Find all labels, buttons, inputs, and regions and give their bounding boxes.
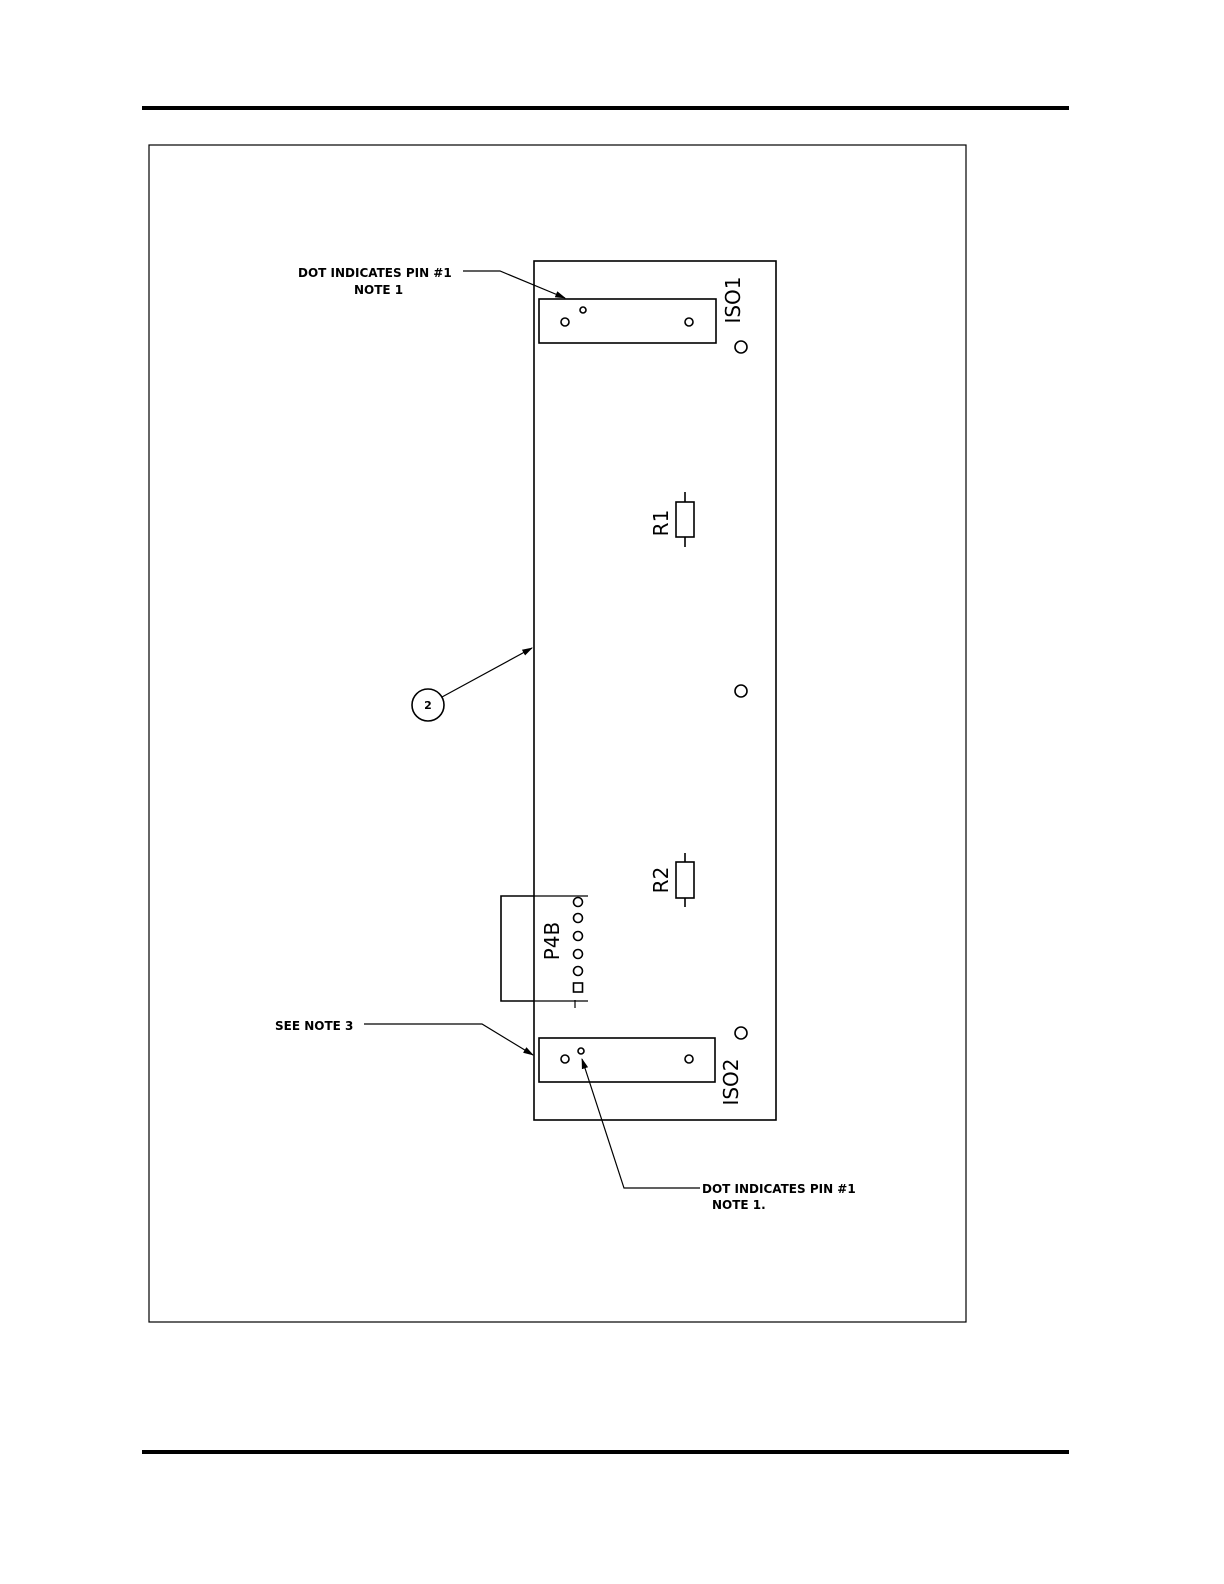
iso1-pin1-note-line2: NOTE 1 bbox=[354, 283, 403, 297]
iso2-label: ISO2 bbox=[719, 1058, 743, 1105]
r2-resistor bbox=[676, 853, 694, 907]
drawing-frame bbox=[149, 145, 966, 1322]
see-note-3: SEE NOTE 3 bbox=[275, 1019, 353, 1033]
see-note-leader bbox=[364, 1024, 533, 1055]
iso2-note-leader bbox=[582, 1059, 700, 1188]
r1-label: R1 bbox=[649, 510, 673, 537]
item-balloon-number: 2 bbox=[424, 699, 432, 712]
mounting-hole-middle bbox=[735, 685, 747, 697]
mounting-hole-top bbox=[735, 341, 747, 353]
r1-resistor bbox=[676, 492, 694, 547]
iso1-pin1-note-line1: DOT INDICATES PIN #1 bbox=[298, 266, 452, 280]
iso2-component bbox=[539, 1038, 715, 1082]
mounting-hole-bottom bbox=[735, 1027, 747, 1039]
iso2-pin1-note-line1: DOT INDICATES PIN #1 bbox=[702, 1182, 856, 1196]
iso1-component bbox=[539, 299, 716, 343]
iso2-pin1-note-line2: NOTE 1. bbox=[712, 1198, 766, 1212]
iso1-note-leader bbox=[463, 271, 565, 298]
r2-label: R2 bbox=[649, 867, 673, 894]
p4b-label: P4B bbox=[540, 922, 564, 961]
item-balloon-leader bbox=[442, 648, 532, 697]
iso1-label: ISO1 bbox=[721, 276, 745, 323]
